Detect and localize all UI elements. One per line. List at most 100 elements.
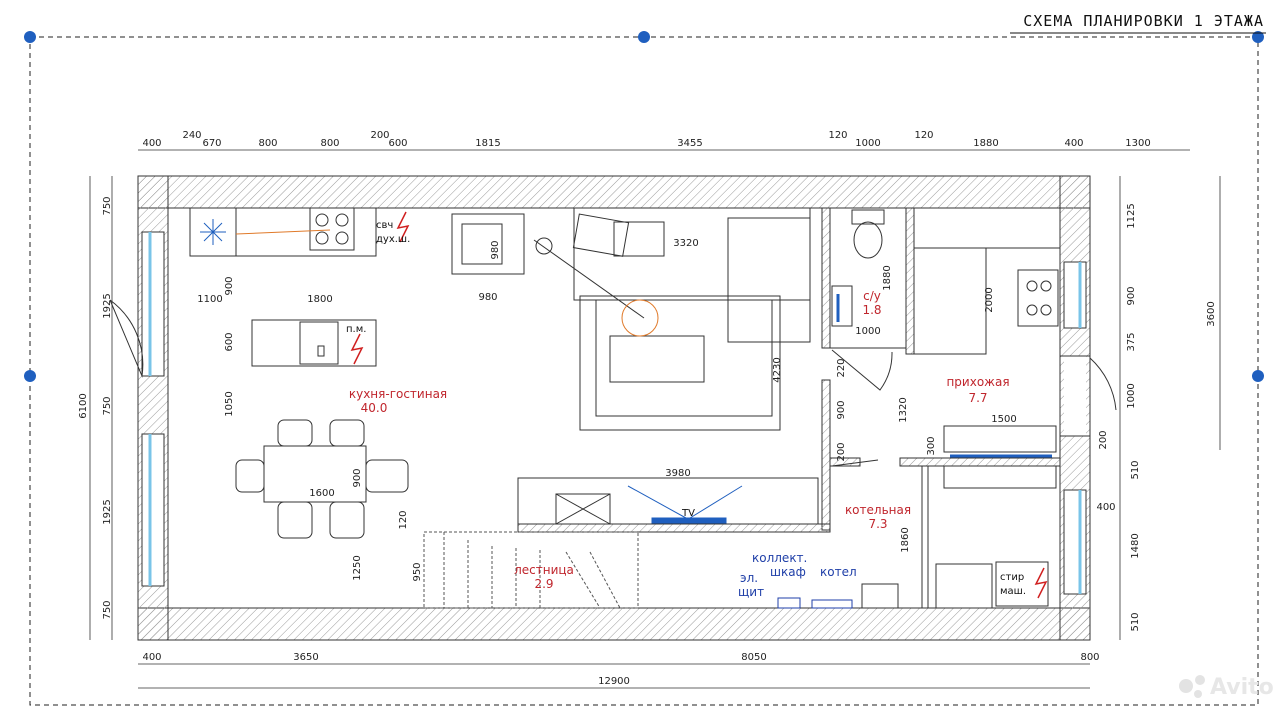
dim-top-1: 240 (182, 130, 201, 141)
dim-int-4: 1050 (224, 391, 235, 416)
handle-mid-left[interactable] (24, 370, 36, 382)
kitchen-counter (189, 207, 377, 257)
dimension-lines (89, 149, 1221, 689)
armchair (451, 213, 525, 275)
dim-int-20: 200 (836, 442, 847, 461)
dim-right-total: 3600 (1206, 301, 1217, 326)
dim-right-8: 510 (1130, 612, 1141, 631)
room-kitchen-name: кухня-гостиная (349, 387, 447, 401)
room-stairs-name: лестница (514, 563, 574, 577)
doors (109, 299, 1117, 467)
room-labels: кухня-гостиная 40.0 с/у 1.8 прихожая 7.7… (349, 289, 1010, 591)
room-wc-area: 1.8 (862, 303, 881, 317)
dim-int-1: 1100 (197, 294, 222, 305)
wardrobe (913, 207, 1061, 489)
plan-title: СХЕМА ПЛАНИРОВКИ 1 ЭТАЖА (1023, 12, 1264, 30)
dim-int-6: 900 (352, 468, 363, 487)
dim-int-23: 300 (926, 436, 937, 455)
dim-top-3: 800 (258, 138, 277, 149)
label-microwave: свч (376, 220, 393, 231)
dim-int-21: 1320 (898, 397, 909, 422)
electrical-marks (350, 211, 1048, 599)
boiler-room-equipment (777, 561, 1049, 609)
interior-dimensions: 900 1100 1800 600 1050 1600 900 1250 950… (197, 238, 1016, 582)
bottom-dimensions: 400 3650 8050 800 12900 (142, 652, 1099, 687)
room-stairs-area: 2.9 (534, 577, 553, 591)
dim-right-0: 1125 (1126, 203, 1137, 228)
label-washer-1: стир (1000, 572, 1024, 583)
left-dimensions: 750 1925 750 1925 750 6100 (78, 196, 113, 619)
dim-int-7: 1250 (352, 555, 363, 580)
dim-bottom-0: 400 (142, 652, 161, 663)
dim-top-12: 1880 (973, 138, 998, 149)
label-panel-2: щит (738, 585, 764, 599)
dim-top-5: 200 (370, 130, 389, 141)
room-kitchen-area: 40.0 (361, 401, 388, 415)
dim-top-2: 670 (202, 138, 221, 149)
dim-top-0: 400 (142, 138, 161, 149)
dim-right-4: 200 (1098, 430, 1109, 449)
dim-right-6: 400 (1096, 502, 1115, 513)
handle-top-right[interactable] (1252, 31, 1264, 43)
dim-int-11: 4230 (772, 357, 783, 382)
room-hall-name: прихожая (946, 375, 1009, 389)
watermark-text: Avito (1210, 675, 1274, 700)
dim-right-5: 510 (1130, 460, 1141, 479)
dim-left-1: 1925 (102, 293, 113, 318)
dim-int-0: 900 (224, 276, 235, 295)
dim-top-11: 120 (914, 130, 933, 141)
dim-right-3: 1000 (1126, 383, 1137, 408)
handle-mid-right[interactable] (1252, 370, 1264, 382)
label-collector-1: коллект. (752, 551, 807, 565)
dim-left-2: 750 (102, 396, 113, 415)
dim-bottom-1: 3650 (293, 652, 318, 663)
dim-top-13: 400 (1064, 138, 1083, 149)
dim-int-12: 3320 (673, 238, 698, 249)
dim-right-2: 375 (1126, 332, 1137, 351)
dim-int-9: 120 (398, 510, 409, 529)
dim-total: 12900 (598, 676, 630, 687)
dim-int-16: 1000 (855, 326, 880, 337)
label-dishwasher: п.м. (346, 324, 366, 335)
label-panel-1: эл. (740, 571, 758, 585)
handle-top-center[interactable] (638, 31, 650, 43)
equipment-labels: свч дух.ш. п.м. TV коллект. шкаф котел э… (346, 220, 1026, 599)
label-tv: TV (681, 508, 695, 519)
dim-left-total: 6100 (78, 393, 89, 418)
label-oven: дух.ш. (376, 234, 410, 245)
tv-stand (517, 477, 819, 525)
dim-left-0: 750 (102, 196, 113, 215)
dim-top-9: 120 (828, 130, 847, 141)
dim-int-19: 900 (836, 400, 847, 419)
dim-top-8: 3455 (677, 138, 702, 149)
top-dimensions: 400 240 670 800 800 200 600 1815 3455 12… (142, 130, 1150, 149)
dim-top-6: 600 (388, 138, 407, 149)
label-washer-2: маш. (1000, 586, 1026, 597)
room-wc-name: с/у (863, 289, 881, 303)
kitchen-island (251, 319, 377, 367)
room-boiler-area: 7.3 (868, 517, 887, 531)
dim-int-24: 1860 (900, 527, 911, 552)
dim-int-2: 1800 (307, 294, 332, 305)
dim-int-14: 980 (478, 292, 497, 303)
dim-int-18: 220 (836, 358, 847, 377)
dim-top-7: 1815 (475, 138, 500, 149)
right-dimensions: 1125 900 375 1000 200 510 400 1480 510 3… (1096, 203, 1217, 631)
dim-int-13: 980 (490, 240, 501, 259)
wc-fixtures (831, 209, 885, 327)
dim-int-22: 1500 (991, 414, 1016, 425)
walls (137, 175, 1091, 641)
sofa (533, 207, 811, 431)
dim-int-10: 3980 (665, 468, 690, 479)
room-hall-area: 7.7 (968, 391, 987, 405)
dim-bottom-3: 800 (1080, 652, 1099, 663)
dim-left-3: 1925 (102, 499, 113, 524)
dim-right-7: 1480 (1130, 533, 1141, 558)
label-collector-2: шкаф (770, 565, 806, 579)
label-boiler: котел (820, 565, 857, 579)
dim-right-1: 900 (1126, 286, 1137, 305)
handle-top-left[interactable] (24, 31, 36, 43)
dim-int-15: 1880 (882, 265, 893, 290)
dim-int-8: 950 (412, 562, 423, 581)
